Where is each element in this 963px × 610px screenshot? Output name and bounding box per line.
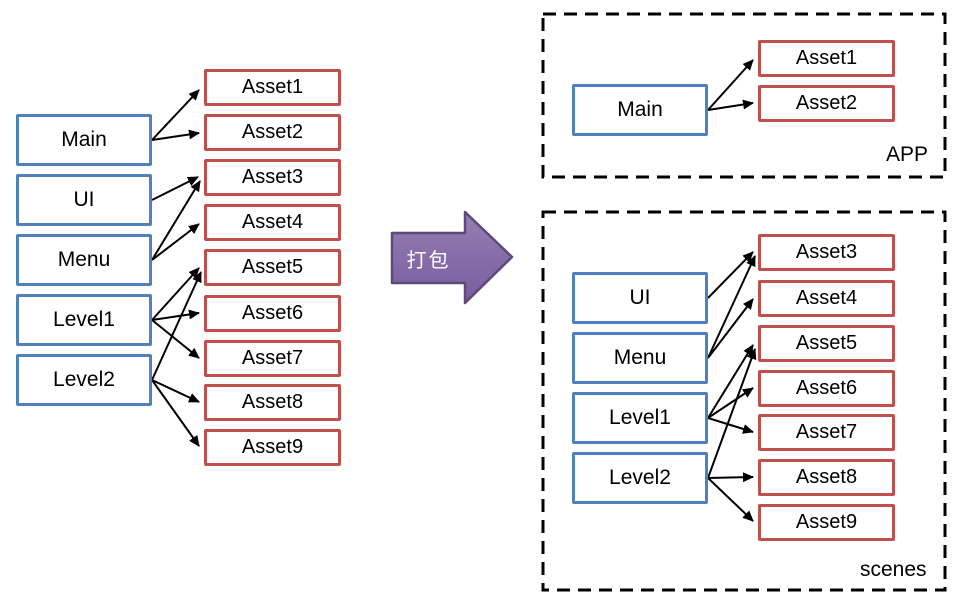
connector-scenes-menu-asset3 — [707, 255, 756, 359]
connector-scenes-level2-asset5 — [707, 348, 757, 479]
connector-menu-asset3 — [151, 180, 201, 261]
app-asset-node-2: Asset2 — [758, 85, 895, 122]
connector-scenes-level1-asset5 — [707, 344, 754, 419]
source-node-level1: Level1 — [16, 294, 152, 346]
asset-node-8: Asset8 — [204, 384, 341, 421]
connector-scenes-level1-asset6 — [707, 387, 754, 419]
group-app-label: APP — [886, 143, 929, 166]
connector-app-main-asset1 — [707, 59, 754, 111]
scenes-source-node-ui: UI — [572, 272, 708, 324]
scenes-source-node-level1: Level1 — [572, 392, 708, 444]
asset-node-7: Asset7 — [204, 340, 341, 377]
source-node-menu: Menu — [16, 234, 152, 286]
app-source-node-main: Main — [572, 84, 708, 136]
asset-node-9: Asset9 — [204, 429, 341, 466]
source-node-level2: Level2 — [16, 354, 152, 406]
connector-menu-asset4 — [151, 223, 200, 261]
connector-ui-asset3 — [151, 176, 199, 201]
asset-node-5: Asset5 — [204, 249, 341, 286]
connector-level1-asset7 — [151, 319, 200, 359]
group-scenes-label: scenes — [860, 558, 927, 581]
asset-node-4: Asset4 — [204, 204, 341, 241]
connector-scenes-ui-asset3 — [707, 251, 754, 299]
source-node-ui: UI — [16, 174, 152, 226]
app-asset-node-1: Asset1 — [758, 40, 895, 77]
connector-level2-asset8 — [151, 379, 200, 403]
connector-main-asset1 — [151, 89, 200, 141]
connector-level1-asset5 — [151, 267, 200, 321]
connector-main-asset2 — [151, 129, 200, 141]
connector-level2-asset5 — [151, 271, 202, 381]
scenes-source-node-menu: Menu — [572, 332, 708, 384]
asset-node-2: Asset2 — [204, 114, 341, 151]
asset-node-1: Asset1 — [204, 69, 341, 106]
source-node-main: Main — [16, 114, 152, 166]
connector-scenes-level2-asset8 — [707, 472, 754, 483]
left-connectors — [151, 89, 202, 447]
connector-scenes-menu-asset4 — [707, 298, 754, 359]
app-connectors — [707, 59, 754, 111]
package-arrow-label: 打包 — [406, 249, 451, 272]
scenes-asset-node-7: Asset7 — [758, 414, 895, 451]
connector-level1-asset6 — [151, 309, 200, 321]
connector-scenes-level1-asset7 — [707, 417, 754, 434]
scenes-asset-node-3: Asset3 — [758, 234, 895, 271]
scenes-asset-node-5: Asset5 — [758, 325, 895, 362]
scenes-source-node-level2: Level2 — [572, 452, 708, 504]
scenes-asset-node-6: Asset6 — [758, 370, 895, 407]
asset-node-3: Asset3 — [204, 159, 341, 196]
scenes-asset-node-4: Asset4 — [758, 280, 895, 317]
connector-scenes-level2-asset9 — [707, 477, 754, 522]
scenes-asset-node-9: Asset9 — [758, 504, 895, 541]
scenes-asset-node-8: Asset8 — [758, 459, 895, 496]
connector-app-main-asset2 — [707, 99, 754, 111]
asset-node-6: Asset6 — [204, 295, 341, 332]
scenes-connectors — [707, 251, 757, 522]
connector-level2-asset9 — [151, 379, 200, 447]
